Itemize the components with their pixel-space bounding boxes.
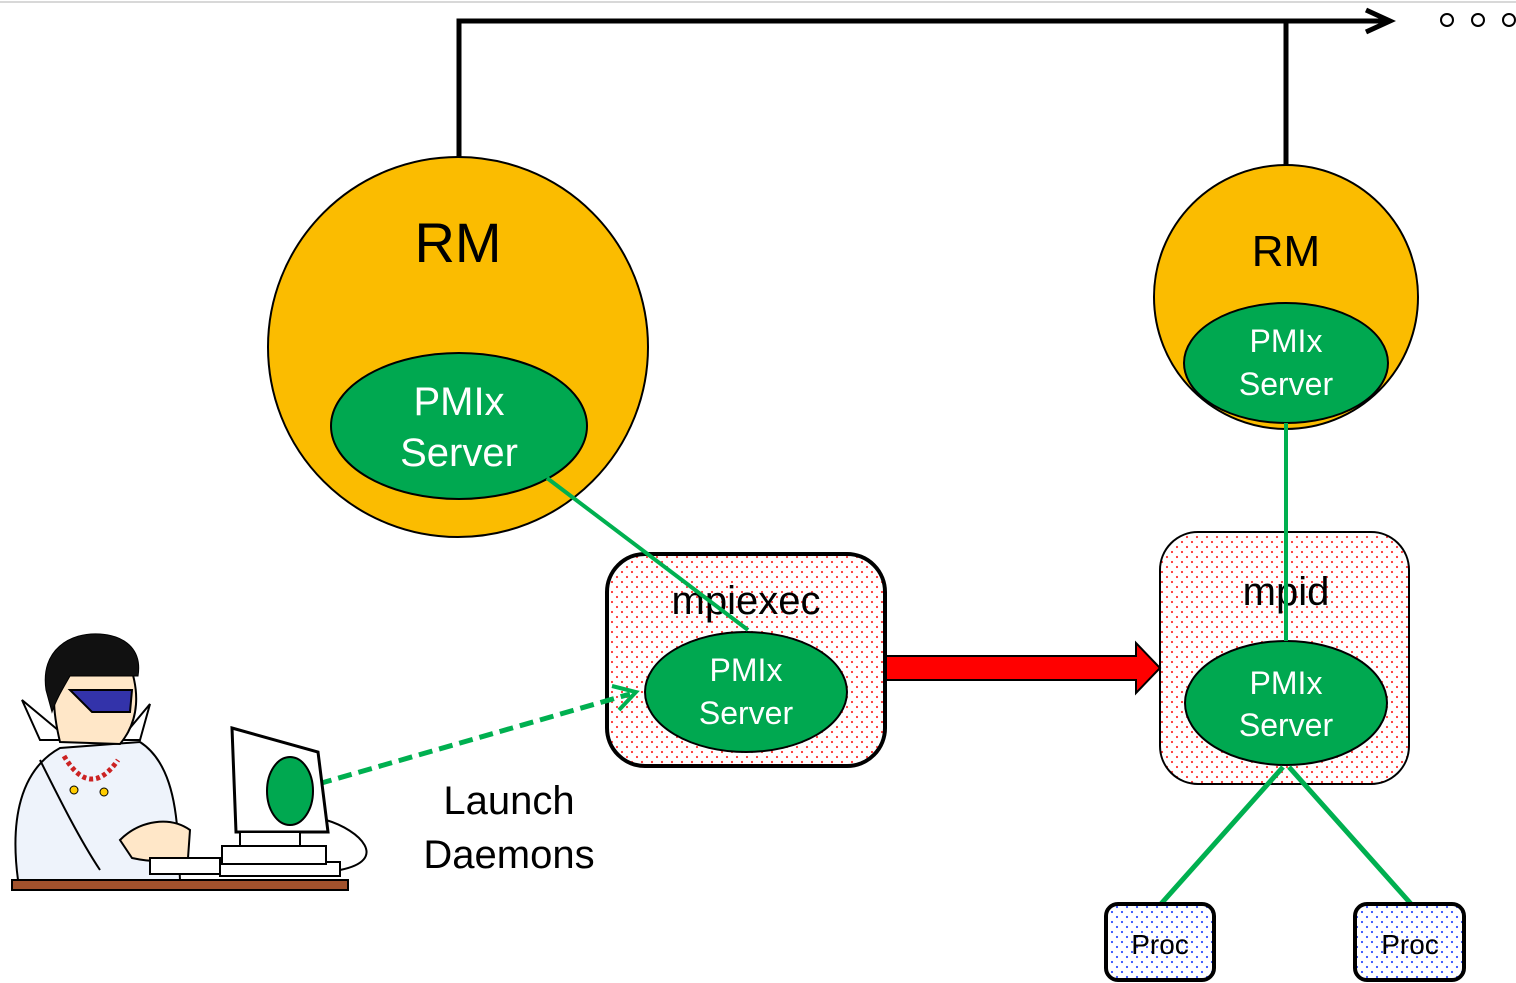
mpiexec-node: mpiexec PMIx Server — [605, 552, 887, 768]
mpid-pmix-server — [1184, 640, 1388, 766]
user-at-computer-icon — [11, 633, 368, 891]
mpid-node: mpid PMIx Server — [1159, 531, 1410, 785]
rm-right-label: RM — [1252, 227, 1320, 276]
proc-node-2: Proc — [1353, 902, 1466, 982]
rm-left-pmix-server — [330, 352, 588, 500]
rm-right-pmix-line2: Server — [1239, 366, 1334, 402]
launch-label-line2: Daemons — [423, 833, 594, 877]
rm-right-pmix-server — [1183, 302, 1389, 424]
rm-left-pmix-line2: Server — [400, 431, 518, 475]
rm-left-label: RM — [414, 211, 501, 274]
rm-right-node: RM PMIx Server — [1153, 164, 1419, 430]
proc-label: Proc — [1381, 929, 1439, 960]
proc-label: Proc — [1131, 929, 1189, 960]
mpiexec-pmix-line1: PMIx — [710, 652, 783, 688]
pmix-connections — [545, 423, 1414, 907]
user-to-mpiexec-link — [317, 684, 640, 787]
rm-left-pmix-line1: PMIx — [413, 380, 504, 424]
mpid-pmix-line1: PMIx — [1250, 665, 1323, 701]
proc-node-1: Proc — [1104, 902, 1216, 982]
ellipsis-icon — [1440, 13, 1516, 27]
mpiexec-pmix-line2: Server — [699, 695, 794, 731]
rm-right-pmix-line1: PMIx — [1250, 323, 1323, 359]
launch-arrow — [885, 640, 1162, 696]
mpiexec-label: mpiexec — [672, 579, 821, 623]
launch-label-line1: Launch — [443, 779, 574, 823]
rm-left-node: RM PMIx Server — [267, 156, 649, 538]
mpid-pmix-line2: Server — [1239, 707, 1334, 743]
mpiexec-pmix-server — [644, 631, 848, 753]
